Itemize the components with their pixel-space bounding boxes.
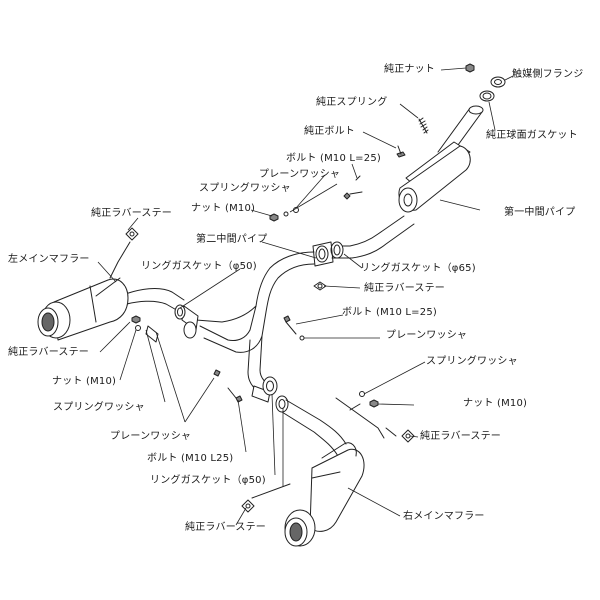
first-mid-pipe-part <box>331 105 484 259</box>
label-bolt-m10-l25-upper: ボルト (M10 L=25) <box>286 153 381 164</box>
label-plain-washer-upper: プレーンワッシャ <box>259 169 341 180</box>
label-oem-rubber-stay-left: 純正ラバーステー <box>8 347 89 358</box>
label-oem-rubber-stay-right: 純正ラバーステー <box>420 431 501 442</box>
label-oem-nut-top: 純正ナット <box>384 64 435 75</box>
oem-spring-part <box>418 117 429 134</box>
label-oem-bolt: 純正ボルト <box>304 126 355 137</box>
right-pipe-part <box>262 376 385 457</box>
label-oem-rubber-stay-center: 純正ラバーステー <box>364 283 445 294</box>
label-nut-m10-upper: ナット (M10) <box>191 203 256 214</box>
center-bolt-part <box>213 369 243 403</box>
label-first-mid-pipe: 第一中間パイプ <box>504 207 576 218</box>
label-ring-gasket-65: リングガスケット（φ65) <box>360 263 476 274</box>
label-left-main-muffler: 左メインマフラー <box>8 254 90 265</box>
oem-rubber-stay-right-part <box>385 427 415 443</box>
label-spring-washer-left: スプリングワッシャ <box>53 402 145 413</box>
oem-nut-top-part <box>465 63 475 73</box>
oem-rubber-stay-bottom-part <box>241 483 291 513</box>
cat-flange-part <box>490 76 506 88</box>
label-plain-washer-left: プレーンワッシャ <box>110 431 192 442</box>
label-oem-ball-gasket: 純正球面ガスケット <box>486 130 578 141</box>
label-oem-rubber-stay-upper-left: 純正ラバーステー <box>91 208 172 219</box>
oem-bolt-part <box>396 145 406 158</box>
left-main-muffler-part <box>37 277 185 341</box>
label-oem-rubber-stay-bottom: 純正ラバーステー <box>185 522 266 533</box>
label-plain-washer-right: プレーンワッシャ <box>386 330 468 341</box>
label-oem-spring: 純正スプリング <box>316 97 388 108</box>
label-right-main-muffler: 右メインマフラー <box>403 511 485 522</box>
label-nut-m10-right: ナット (M10) <box>463 398 528 409</box>
label-bolt-m10-l25-right: ボルト (M10 L=25) <box>342 307 437 318</box>
label-nut-m10-left: ナット (M10) <box>52 376 117 387</box>
oem-ball-gasket-part <box>479 90 495 102</box>
label-ring-gasket-50-upper: リングガスケット（φ50) <box>141 261 257 272</box>
leader-lines <box>97 67 514 526</box>
label-spring-washer-upper: スプリングワッシャ <box>199 183 291 194</box>
ring-gasket-50-upper-part <box>174 304 186 320</box>
right-small-hardware <box>283 315 379 408</box>
oem-rubber-stay-upper-left-part <box>109 227 139 279</box>
upper-small-hardware <box>269 175 363 222</box>
left-small-hardware <box>131 315 159 343</box>
ring-gasket-65-part <box>312 241 344 267</box>
label-cat-flange: 触媒側フランジ <box>512 69 584 80</box>
label-ring-gasket-50-lower: リングガスケット（φ50) <box>150 475 266 486</box>
label-bolt-m10-l25-lower: ボルト (M10 L25) <box>147 453 234 464</box>
label-spring-washer-right: スプリングワッシャ <box>426 356 518 367</box>
right-main-muffler-part <box>284 442 365 547</box>
second-mid-pipe-part <box>181 251 315 403</box>
label-second-mid-pipe: 第二中間パイプ <box>196 234 268 245</box>
